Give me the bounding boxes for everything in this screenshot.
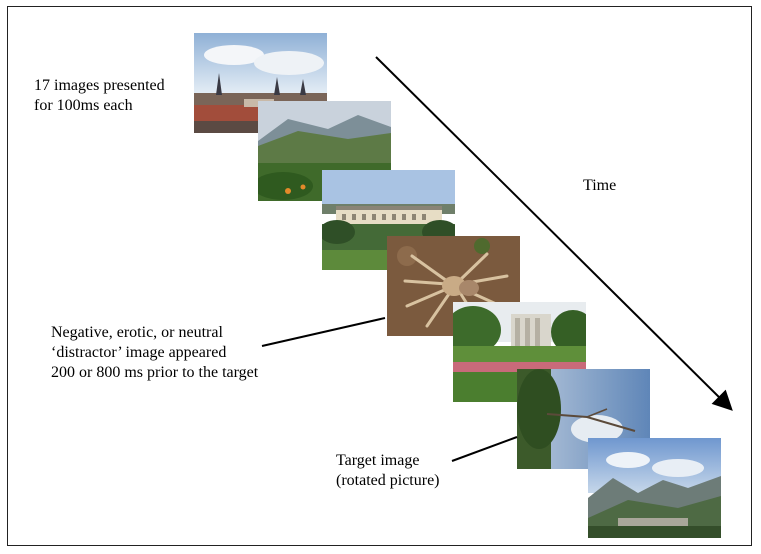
mountain-valley-photo [588, 438, 721, 538]
distractor-label: Negative, erotic, or neutral ‘distractor… [51, 324, 259, 381]
sequence-label: 17 images presented for 100ms each [34, 77, 165, 114]
time-label: Time [583, 177, 617, 194]
figure-frame [7, 6, 752, 546]
target-label: Target image (rotated picture) [336, 452, 440, 489]
green-valley-photo [258, 101, 391, 201]
